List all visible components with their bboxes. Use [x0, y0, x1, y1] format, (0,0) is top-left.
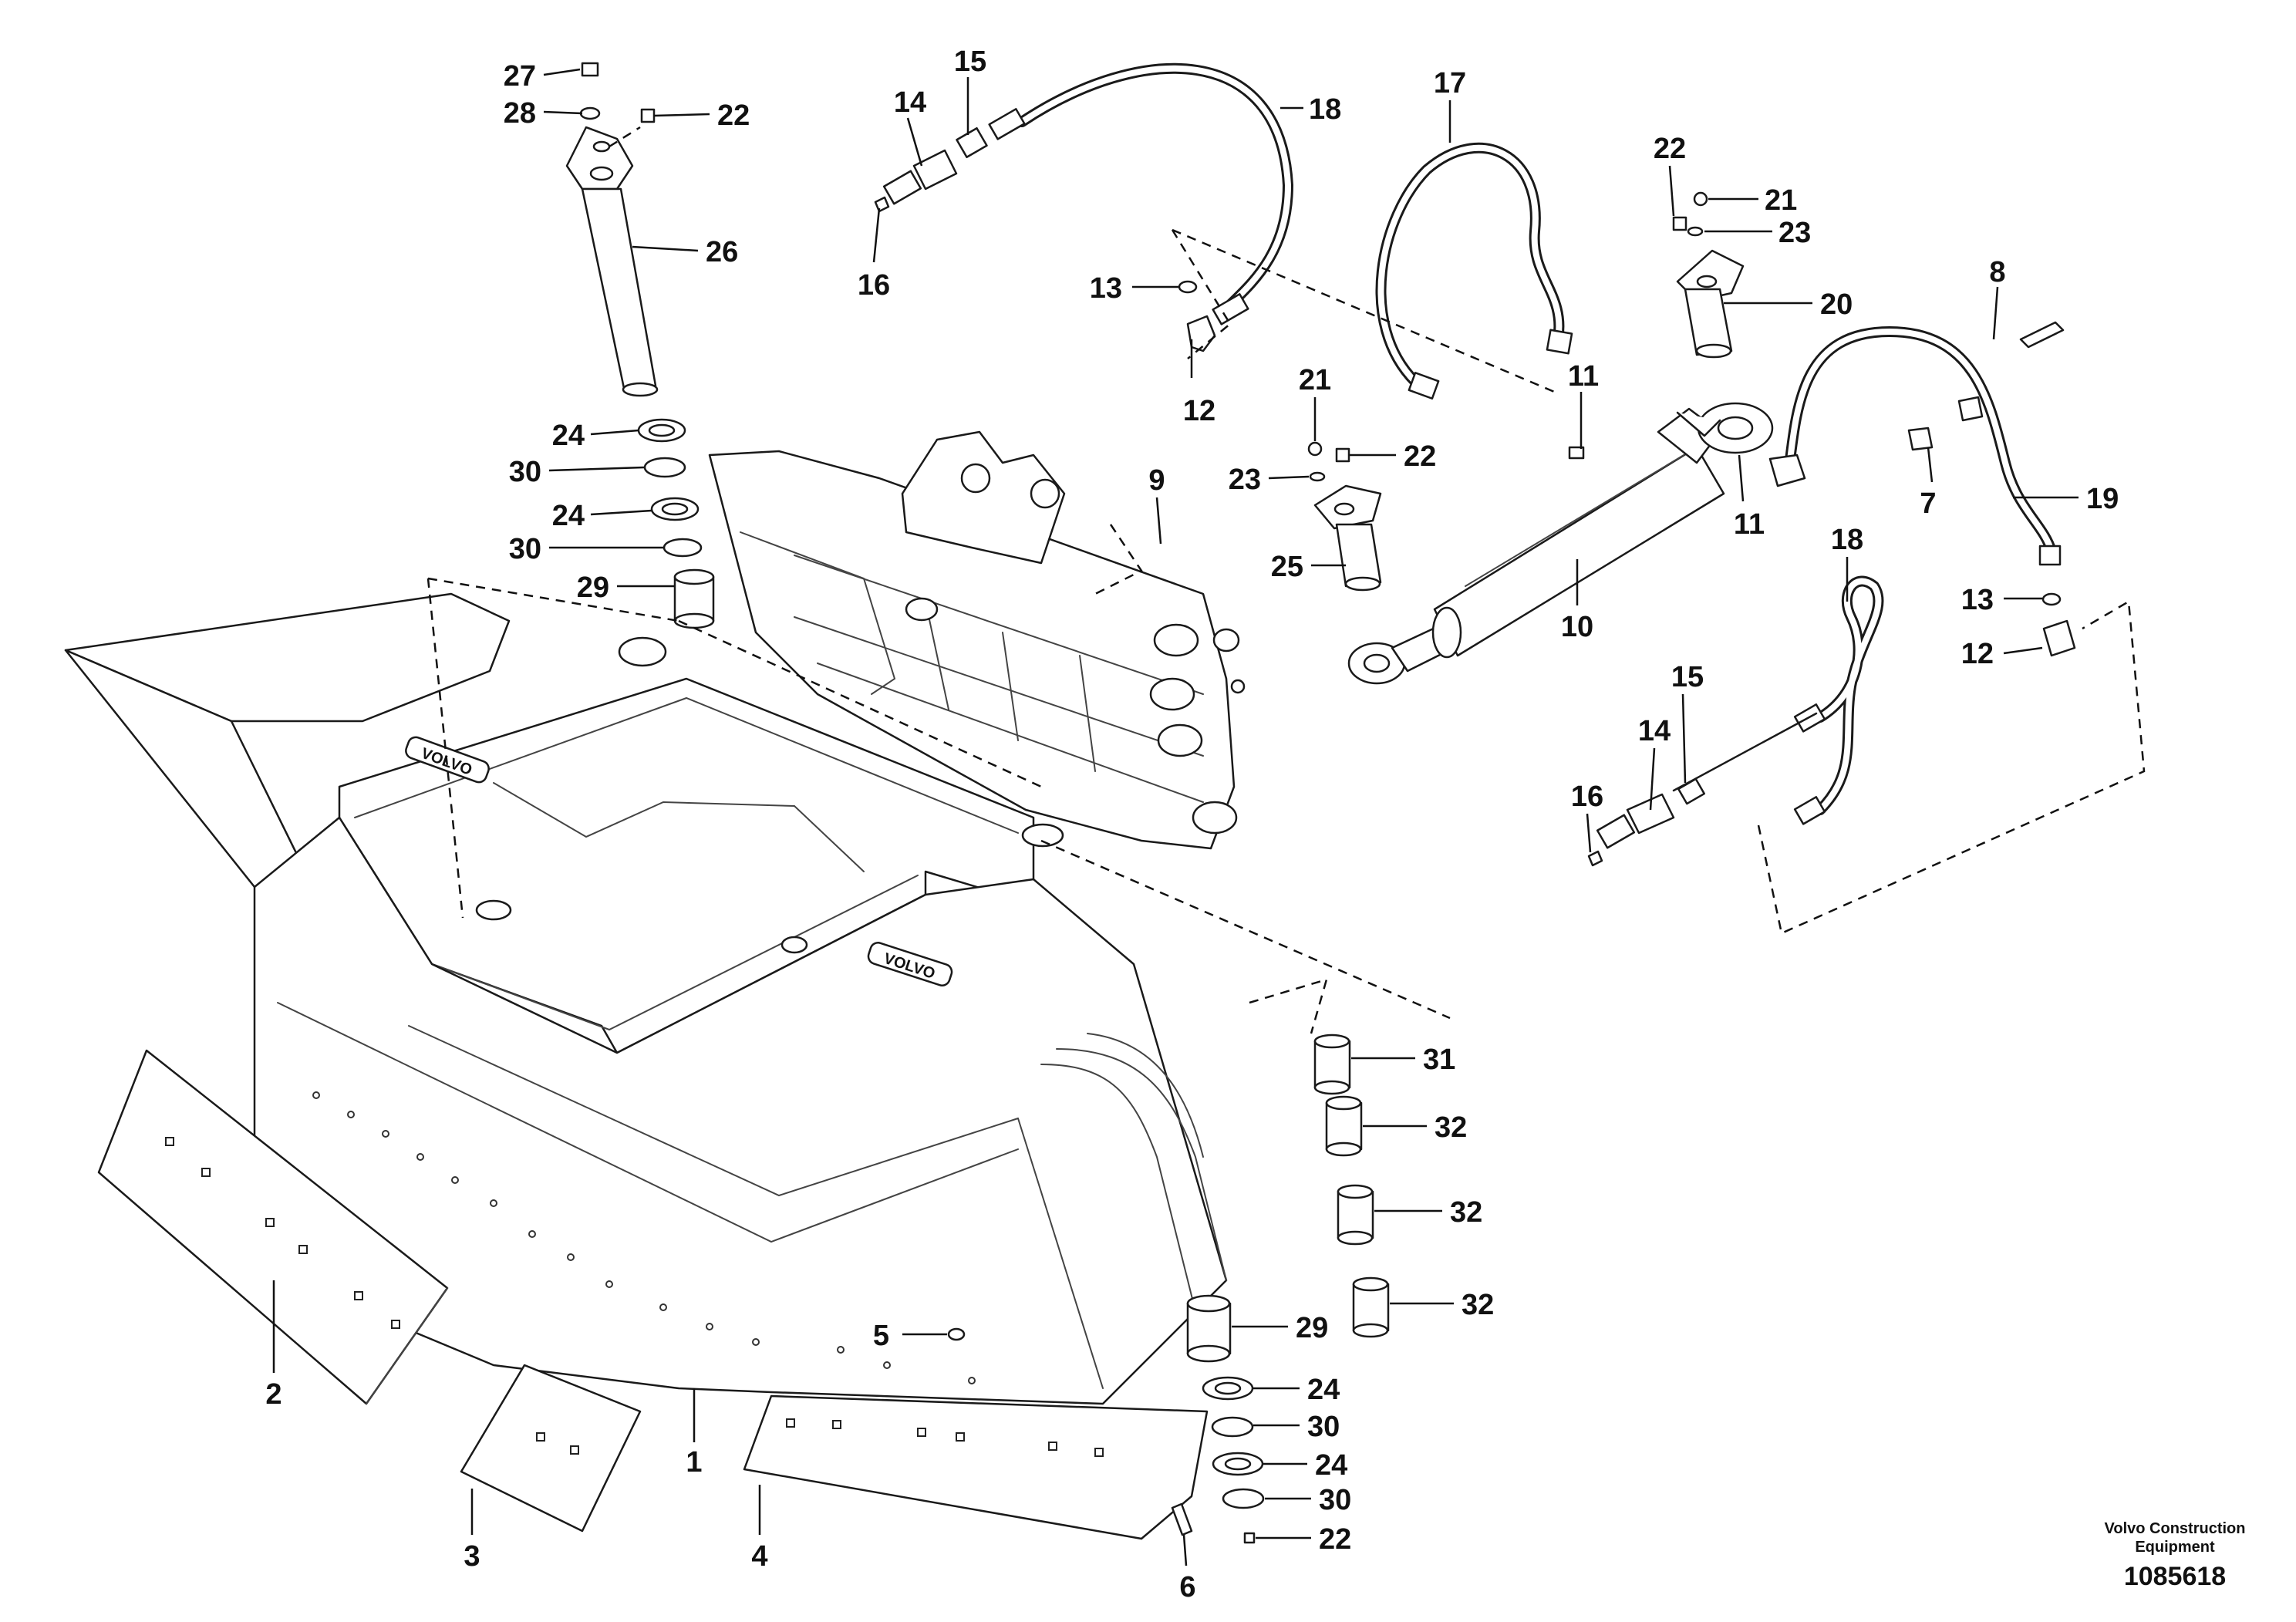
drawing-footer: Volvo Construction Equipment 1085618	[2105, 1520, 2246, 1591]
pin-20-assembly	[1672, 191, 1745, 359]
callout-22-mid: 22	[1404, 440, 1436, 473]
callout-22-top-left: 22	[717, 99, 750, 132]
callout-20: 20	[1820, 288, 1853, 321]
callout-9: 9	[1148, 464, 1165, 497]
hose-18-lower	[1587, 575, 1884, 867]
callout-13-lower: 13	[1961, 584, 1994, 616]
callout-1: 1	[686, 1446, 702, 1479]
callout-32-c: 32	[1462, 1289, 1494, 1321]
pin-25-assembly	[1307, 441, 1382, 592]
hose-18-upper	[874, 62, 1294, 352]
callout-27: 27	[504, 60, 536, 93]
callout-25: 25	[1271, 551, 1303, 583]
callout-22-bottom: 22	[1319, 1523, 1351, 1556]
callout-19: 19	[2086, 483, 2119, 515]
callout-31: 31	[1423, 1044, 1455, 1076]
callout-16-lower: 16	[1571, 781, 1603, 813]
cutting-edge-plate-right	[743, 1394, 1209, 1540]
callout-4: 4	[751, 1540, 767, 1573]
callout-17: 17	[1434, 67, 1466, 99]
callout-14-lower: 14	[1638, 715, 1671, 747]
hose-19	[1768, 321, 2076, 657]
callout-24-lower-a: 24	[1307, 1374, 1340, 1406]
callout-30-upper-b: 30	[509, 533, 541, 565]
callout-7: 7	[1920, 487, 1936, 520]
callout-30-lower-b: 30	[1319, 1484, 1351, 1516]
callout-23-right: 23	[1778, 217, 1811, 249]
callout-11-upper: 11	[1568, 360, 1599, 393]
callout-21-right: 21	[1765, 184, 1797, 217]
lower-bushing-stack	[947, 1294, 1265, 1544]
callout-15-upper: 15	[954, 46, 986, 78]
alignment-lines	[426, 126, 2146, 1034]
callout-32-a: 32	[1435, 1111, 1467, 1144]
callout-18-lower: 18	[1831, 524, 1863, 556]
callout-15-lower: 15	[1671, 661, 1704, 693]
callout-2: 2	[265, 1378, 282, 1411]
callout-29-upper: 29	[577, 572, 609, 604]
callout-24-upper-b: 24	[552, 500, 585, 532]
cutting-edge-plate-center	[460, 1364, 642, 1533]
callout-3: 3	[464, 1540, 480, 1573]
footer-brand-line1: Volvo Construction	[2105, 1520, 2246, 1537]
footer-brand-line2: Equipment	[2135, 1539, 2215, 1556]
callout-24-upper-a: 24	[552, 420, 585, 452]
callout-13-upper: 13	[1090, 272, 1122, 305]
hose-17	[1375, 142, 1573, 400]
callout-12-lower: 12	[1961, 638, 1994, 670]
callout-29-lower: 29	[1296, 1312, 1328, 1344]
cutting-edge-plate-left	[97, 1049, 449, 1405]
pin-26-assembly	[565, 62, 715, 629]
callout-18-upper: 18	[1309, 93, 1341, 126]
coupler-frame	[708, 430, 1246, 850]
drawing-number: 1085618	[2124, 1562, 2226, 1591]
callout-5: 5	[873, 1320, 889, 1352]
callout-8: 8	[1989, 256, 2005, 288]
callout-28: 28	[504, 97, 536, 130]
hydraulic-cylinder	[1347, 402, 1774, 685]
callout-14-upper: 14	[894, 86, 926, 119]
callout-22-top-right: 22	[1654, 133, 1686, 165]
callout-12-upper: 12	[1183, 395, 1215, 427]
bushings-31-32	[1313, 1034, 1390, 1338]
callout-26: 26	[706, 236, 738, 268]
callout-30-lower-a: 30	[1307, 1411, 1340, 1443]
callout-11-lower: 11	[1734, 508, 1765, 541]
callout-30-upper-a: 30	[509, 456, 541, 488]
callout-24-lower-b: 24	[1315, 1449, 1347, 1482]
callout-10: 10	[1561, 611, 1593, 643]
callout-6: 6	[1179, 1571, 1195, 1603]
callout-32-b: 32	[1450, 1196, 1482, 1229]
callout-16-upper: 16	[858, 269, 890, 302]
callout-labels: 1 2 3 4 5 6 7 8 9 10 11 11 12 12 13 13 1…	[265, 46, 2119, 1603]
callout-21-mid: 21	[1299, 364, 1331, 396]
callout-23-mid: 23	[1229, 464, 1261, 496]
bucket-assembly: VOLVO VOLVO	[64, 592, 1228, 1405]
leader-lines	[272, 68, 2079, 1566]
